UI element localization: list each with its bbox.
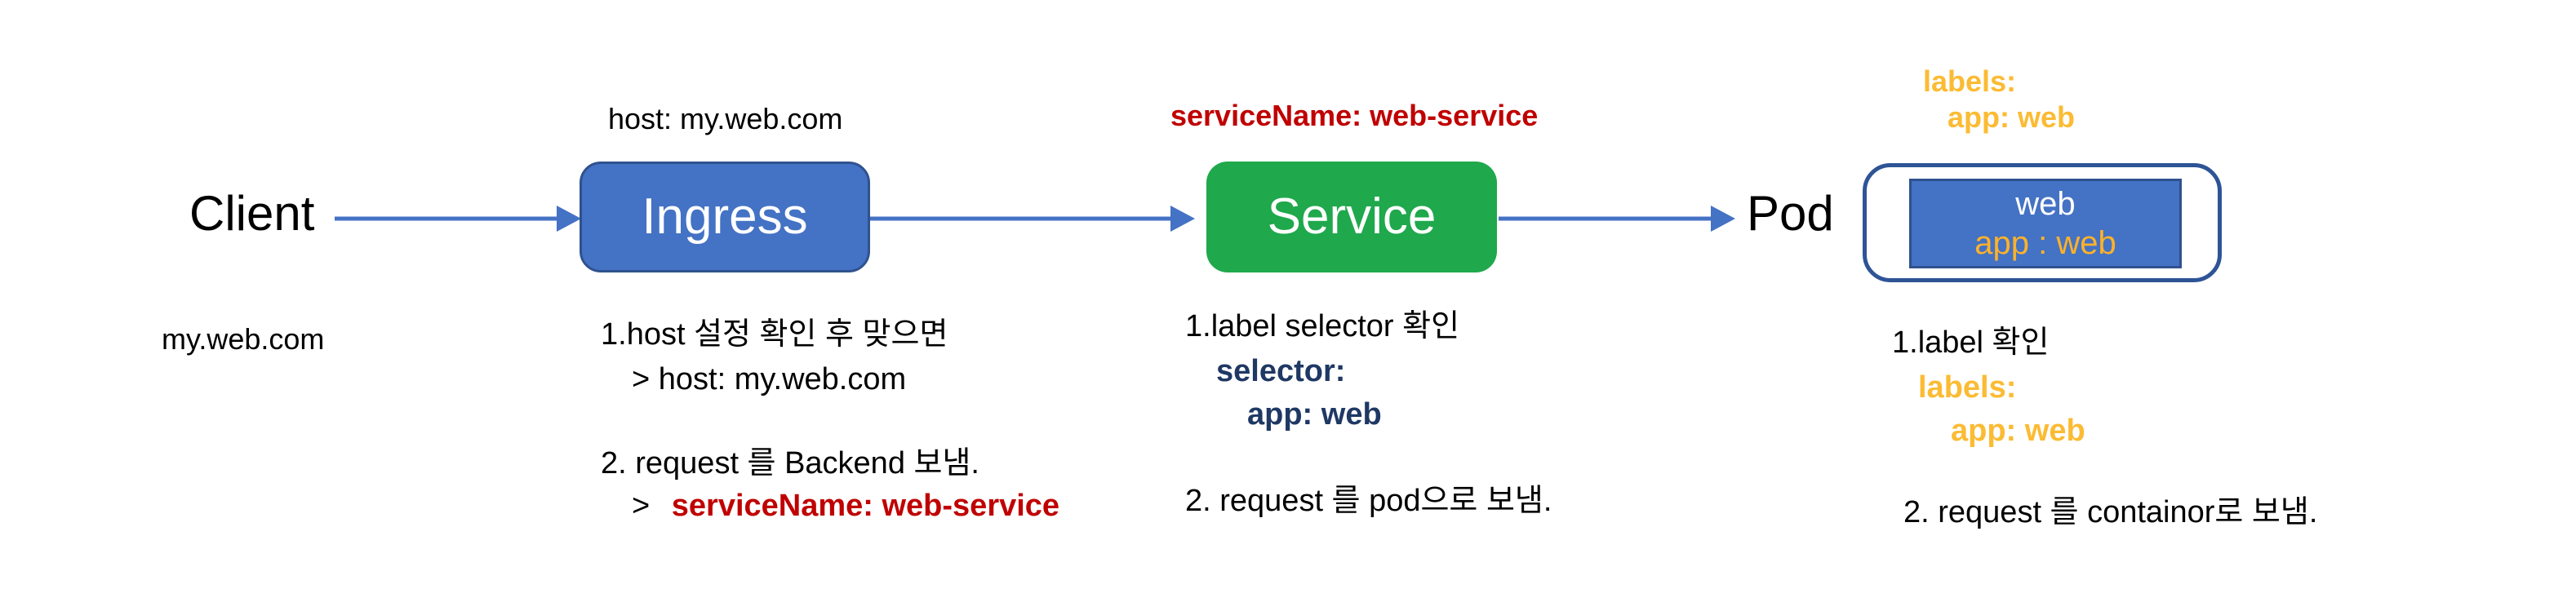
pod-container-name: web [2015, 186, 2076, 222]
pod-step-1: 1.label 확인 [1892, 326, 2050, 360]
client-host-text: my.web.com [162, 322, 325, 356]
arrow-service-to-pod [1499, 202, 1735, 235]
ingress-steps: 1.host 설정 확인 후 맞으면 > host: my.web.com 2.… [601, 317, 1059, 525]
pod-step-1-labels: labels: [1918, 370, 2017, 405]
arrow-client-to-ingress [335, 202, 581, 235]
client-node-label: Client [189, 186, 315, 241]
ingress-node-label: Ingress [642, 188, 808, 245]
service-node[interactable]: Service [1206, 162, 1497, 272]
ingress-step-2-detail-row: > serviceName: web-service [601, 488, 1059, 525]
pod-annotation-app: app: web [1948, 100, 2076, 134]
service-step-1: 1.label selector 확인 [1185, 309, 1460, 343]
pod-steps: 1.label 확인 labels: app: web 2. request 를… [1892, 325, 2317, 531]
pod-node-label: Pod [1747, 186, 1834, 241]
pod-step-1-app: app: web [1951, 413, 2085, 448]
pod-step-2: 2. request 를 containor로 보냄. [1903, 495, 2318, 530]
ingress-step-1-detail: > host: my.web.com [632, 361, 907, 396]
arrow-ingress-to-service [870, 202, 1195, 235]
ingress-step-1: 1.host 설정 확인 후 맞으면 [601, 317, 948, 352]
pod-node[interactable]: web app : web [1863, 163, 2222, 282]
service-step-1-selector: selector: [1216, 353, 1346, 388]
ingress-step-2: 2. request 를 Backend 보냄. [601, 445, 979, 480]
service-name-annotation: serviceName: web-service [1170, 99, 1539, 132]
ingress-node[interactable]: Ingress [580, 162, 870, 272]
pod-labels-annotation: labels: app: web [1923, 67, 2075, 132]
pod-container-label: app : web [1974, 225, 2116, 261]
pod-container-box[interactable]: web app : web [1909, 179, 2182, 268]
ingress-step-2-marker: > [632, 489, 651, 524]
service-steps: 1.label selector 확인 selector: app: web 2… [1185, 308, 1552, 520]
pod-annotation-labels: labels: [1923, 64, 2017, 98]
service-step-1-selector-app: app: web [1247, 396, 1382, 432]
service-step-2: 2. request 를 pod으로 보냄. [1185, 484, 1552, 519]
service-node-label: Service [1267, 188, 1437, 245]
ingress-step-2-service-name: serviceName: web-service [671, 489, 1060, 524]
ingress-host-annotation: host: my.web.com [608, 102, 843, 135]
